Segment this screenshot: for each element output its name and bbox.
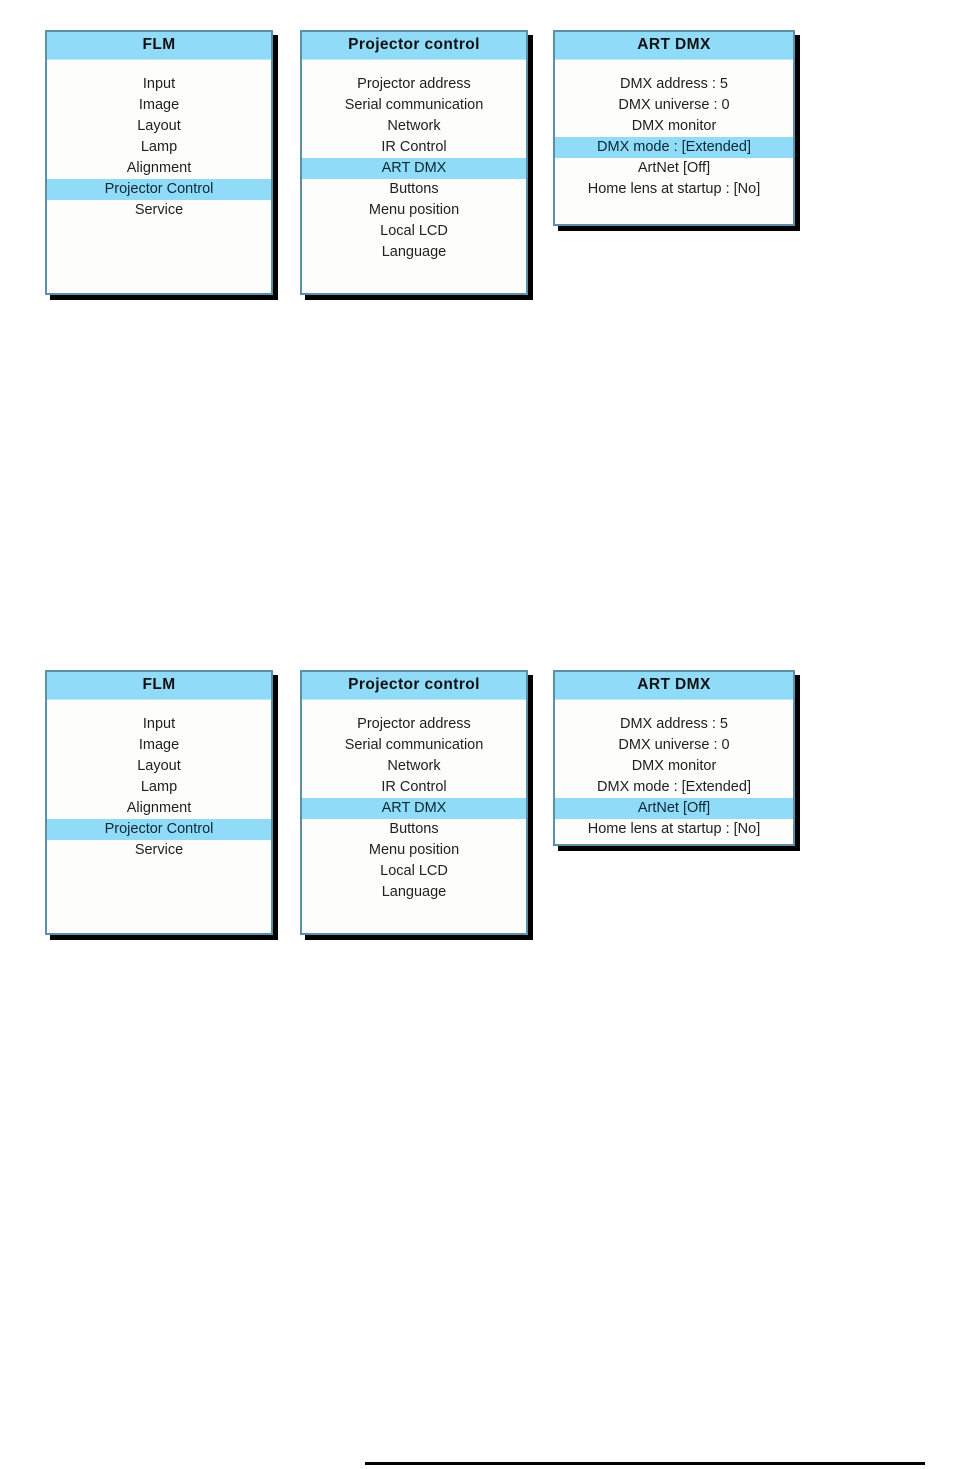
osd-panel-title: FLM [47,672,271,700]
menu-item-menu-position[interactable]: Menu position [368,201,460,218]
osd-menu-list: DMX address : 5 DMX universe : 0 DMX mon… [555,60,793,200]
menu-item-alignment[interactable]: Alignment [126,159,192,176]
menu-item-input[interactable]: Input [142,75,176,92]
page-footer-rule [365,1462,925,1465]
menu-item-dmx-monitor[interactable]: DMX monitor [631,117,717,134]
menu-item-layout[interactable]: Layout [137,117,181,134]
osd-panel-title: ART DMX [555,32,793,60]
menu-item-buttons[interactable]: Buttons [389,180,439,197]
menu-item-local-lcd[interactable]: Local LCD [380,222,448,239]
osd-panel-title: ART DMX [555,672,793,700]
osd-menu-list: Input Image Layout Lamp Alignment Projec… [47,60,271,221]
osd-menu-list: Input Image Layout Lamp Alignment Projec… [47,700,271,861]
menu-item-dmx-address[interactable]: DMX address : 5 [620,715,728,732]
osd-panel-title: Projector control [302,32,526,60]
menu-item-lamp[interactable]: Lamp [140,138,178,155]
menu-item-dmx-universe[interactable]: DMX universe : 0 [618,736,730,753]
menu-item-dmx-mode[interactable]: DMX mode : [Extended] [555,136,793,158]
osd-panel-art-dmx[interactable]: ART DMX DMX address : 5 DMX universe : 0… [553,30,795,226]
osd-menu-list: Projector address Serial communication N… [302,700,526,903]
menu-item-dmx-mode[interactable]: DMX mode : [Extended] [597,778,751,795]
osd-panel-flm[interactable]: FLM Input Image Layout Lamp Alignment Pr… [45,670,273,935]
menu-item-projector-control[interactable]: Projector Control [47,818,271,840]
osd-menu-list: DMX address : 5 DMX universe : 0 DMX mon… [555,700,793,840]
menu-item-service[interactable]: Service [134,841,184,858]
menu-item-buttons[interactable]: Buttons [389,820,439,837]
menu-item-dmx-monitor[interactable]: DMX monitor [631,757,717,774]
menu-item-ir-control[interactable]: IR Control [381,138,447,155]
menu-item-alignment[interactable]: Alignment [126,799,192,816]
menu-item-serial-communication[interactable]: Serial communication [344,736,484,753]
menu-item-serial-communication[interactable]: Serial communication [344,96,484,113]
menu-item-home-lens-at-startup[interactable]: Home lens at startup : [No] [587,820,761,837]
osd-panel-projector-control[interactable]: Projector control Projector address Seri… [300,30,528,295]
menu-item-dmx-address[interactable]: DMX address : 5 [620,75,728,92]
menu-item-network[interactable]: Network [387,117,441,134]
menu-item-projector-address[interactable]: Projector address [357,75,471,92]
menu-item-artnet[interactable]: ArtNet [Off] [637,159,711,176]
menu-item-art-dmx[interactable]: ART DMX [302,157,526,179]
menu-item-language[interactable]: Language [381,243,447,260]
menu-item-layout[interactable]: Layout [137,757,181,774]
osd-panel-title: FLM [47,32,271,60]
menu-item-dmx-universe[interactable]: DMX universe : 0 [618,96,730,113]
menu-item-menu-position[interactable]: Menu position [368,841,460,858]
menu-item-lamp[interactable]: Lamp [140,778,178,795]
menu-item-network[interactable]: Network [387,757,441,774]
menu-item-image[interactable]: Image [138,736,180,753]
menu-item-service[interactable]: Service [134,201,184,218]
osd-panel-art-dmx[interactable]: ART DMX DMX address : 5 DMX universe : 0… [553,670,795,846]
menu-item-input[interactable]: Input [142,715,176,732]
menu-item-home-lens-at-startup[interactable]: Home lens at startup : [No] [587,180,761,197]
menu-item-projector-address[interactable]: Projector address [357,715,471,732]
osd-panel-projector-control[interactable]: Projector control Projector address Seri… [300,670,528,935]
menu-item-artnet[interactable]: ArtNet [Off] [555,797,793,819]
menu-item-image[interactable]: Image [138,96,180,113]
osd-panel-flm[interactable]: FLM Input Image Layout Lamp Alignment Pr… [45,30,273,295]
menu-item-local-lcd[interactable]: Local LCD [380,862,448,879]
menu-item-language[interactable]: Language [381,883,447,900]
menu-item-ir-control[interactable]: IR Control [381,778,447,795]
osd-panel-title: Projector control [302,672,526,700]
osd-menu-list: Projector address Serial communication N… [302,60,526,263]
menu-item-projector-control[interactable]: Projector Control [47,178,271,200]
menu-item-art-dmx[interactable]: ART DMX [302,797,526,819]
